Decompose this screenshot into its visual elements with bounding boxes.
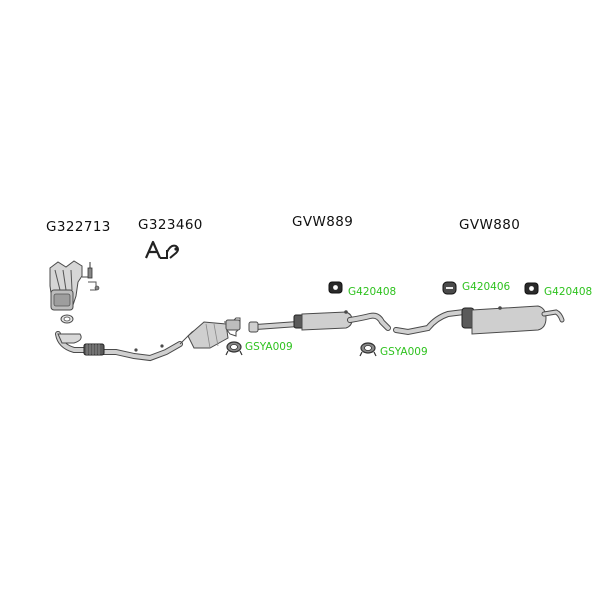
fitting-kit-icon[interactable] xyxy=(144,240,179,259)
hanger-rear-left-icon[interactable] xyxy=(442,281,457,295)
middle-section-part-label[interactable]: GVW889 xyxy=(292,214,354,230)
rear-section-image[interactable] xyxy=(393,305,565,336)
manifold-part-label[interactable]: G322713 xyxy=(46,219,111,235)
clamp-middle-icon[interactable] xyxy=(359,342,377,357)
fitting-kit-part-label[interactable]: G323460 xyxy=(138,217,203,233)
rear-section-part-label[interactable]: GVW880 xyxy=(459,217,521,233)
catalytic-converter-image[interactable] xyxy=(179,317,241,349)
clamp-front-part-label[interactable]: GSYA009 xyxy=(245,341,293,353)
hanger-middle-icon[interactable] xyxy=(328,281,343,294)
hanger-middle-part-label[interactable]: G420408 xyxy=(348,286,397,298)
clamp-front-icon[interactable] xyxy=(225,341,243,356)
exhaust-manifold-image[interactable] xyxy=(49,260,100,324)
hanger-rear-right-icon[interactable] xyxy=(524,282,539,295)
hanger-rear-left-part-label[interactable]: G420406 xyxy=(462,281,511,293)
front-pipe-image[interactable] xyxy=(55,331,183,362)
hanger-rear-right-part-label[interactable]: G420408 xyxy=(544,286,593,298)
middle-section-image[interactable] xyxy=(248,310,391,333)
clamp-middle-part-label[interactable]: GSYA009 xyxy=(380,346,428,358)
